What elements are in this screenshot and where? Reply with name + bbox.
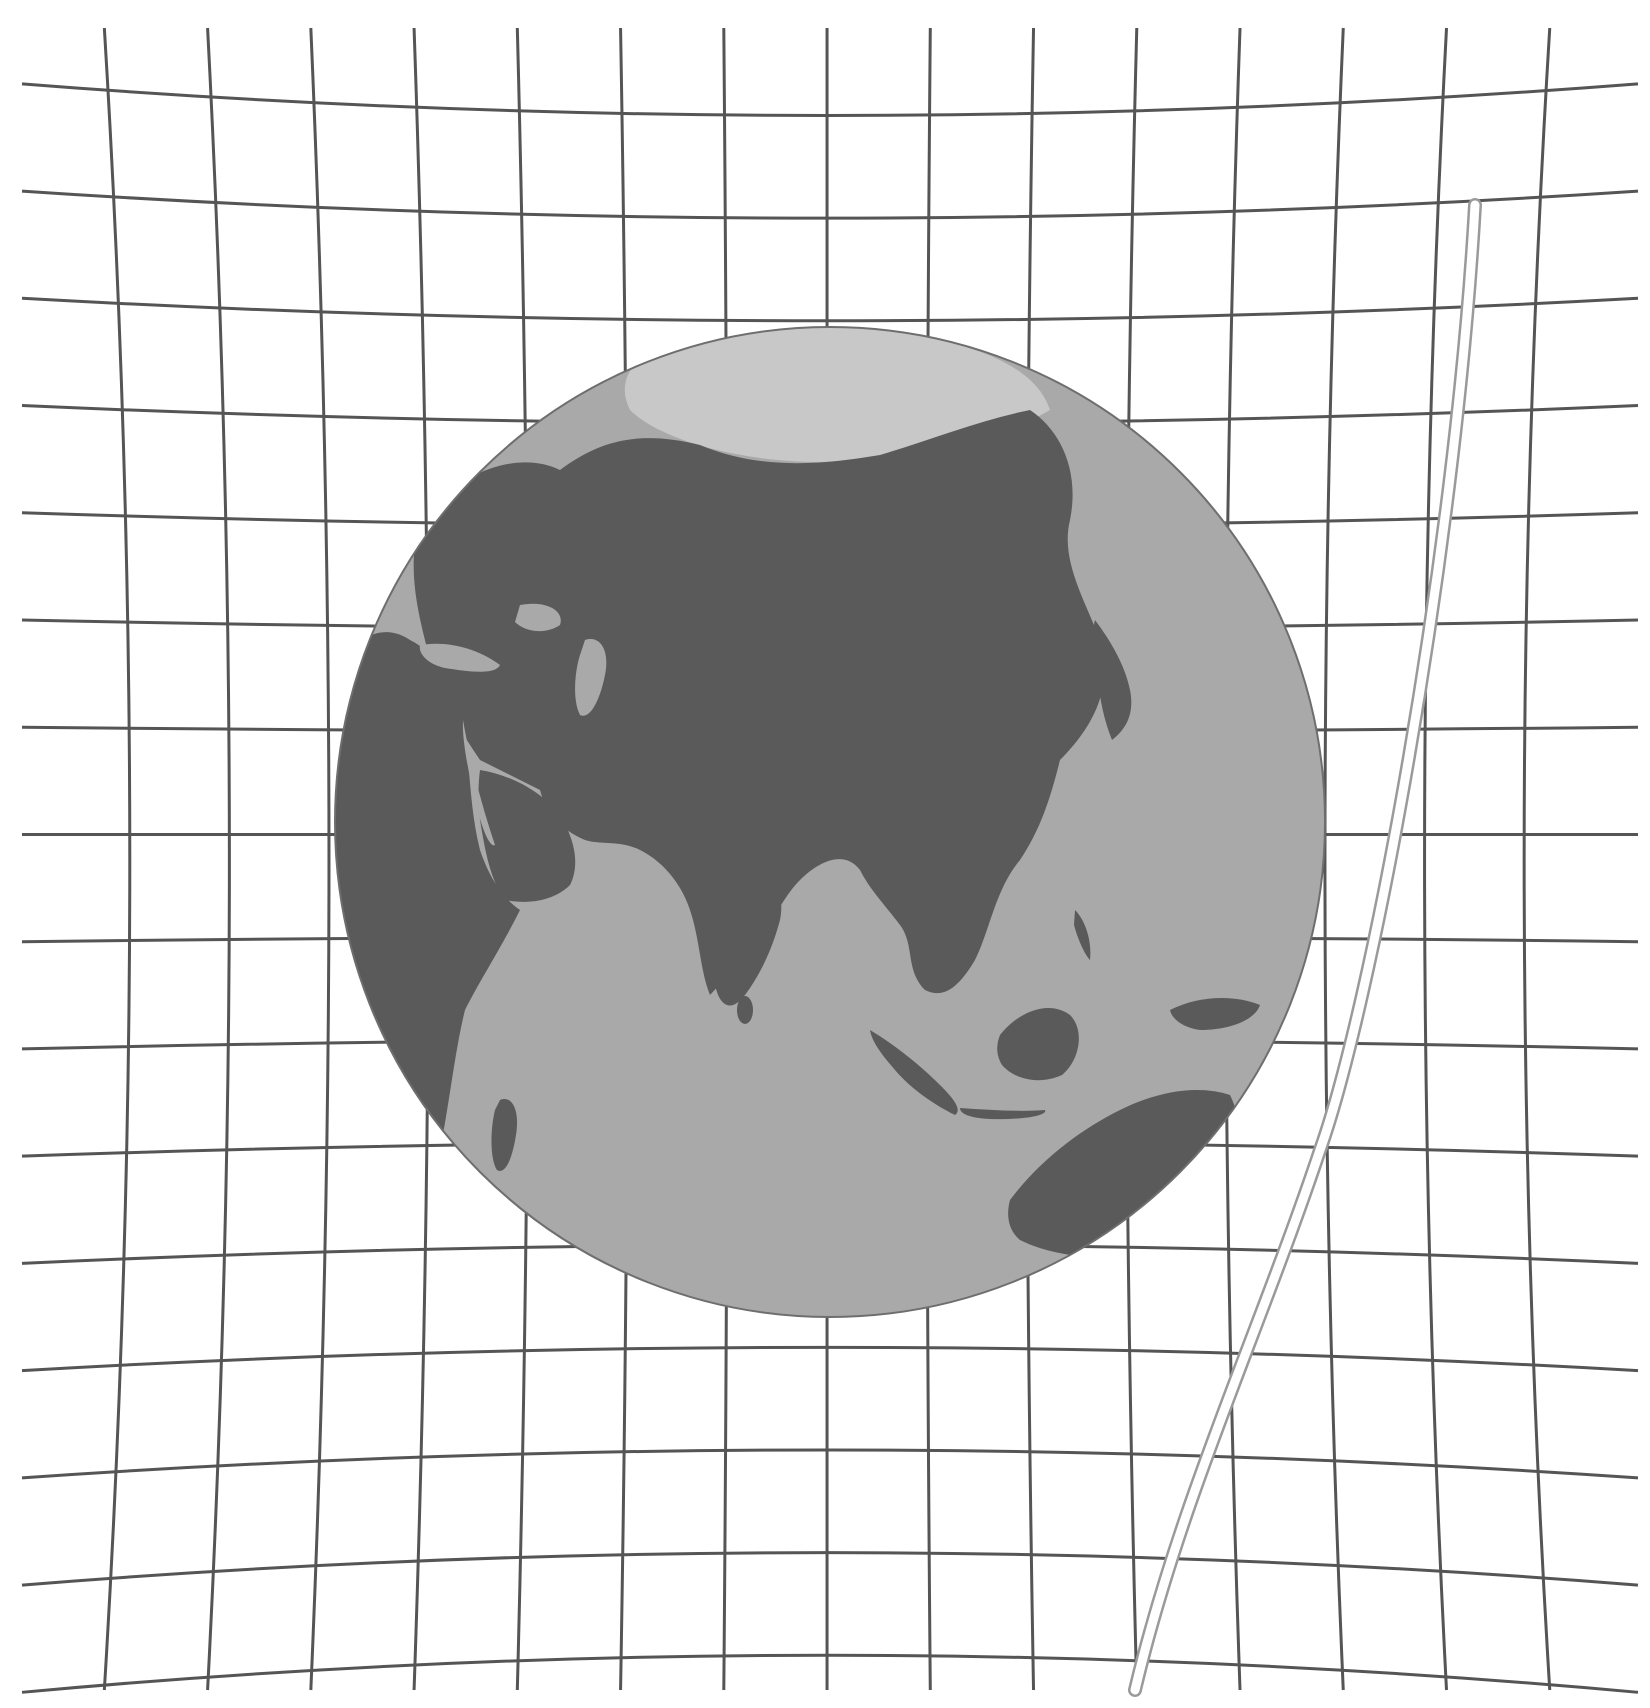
grid-line-horizontal [22, 1450, 1638, 1478]
landmass-sri-lanka [737, 996, 753, 1024]
grid-line-horizontal [22, 298, 1638, 320]
grid-line-horizontal [22, 1347, 1638, 1370]
grid-line-vertical [104, 28, 129, 1690]
grid-line-vertical [208, 28, 230, 1690]
grid-line-horizontal [22, 1553, 1638, 1585]
grid-line-vertical [311, 28, 329, 1690]
grid-line-vertical [1325, 28, 1343, 1690]
grid-line-horizontal [22, 1655, 1638, 1692]
grid-line-horizontal [22, 191, 1638, 218]
earth-globe [327, 327, 1325, 1317]
grid-line-horizontal [22, 84, 1638, 116]
grid-line-vertical [1524, 28, 1550, 1690]
grid-line-vertical [1425, 28, 1447, 1690]
